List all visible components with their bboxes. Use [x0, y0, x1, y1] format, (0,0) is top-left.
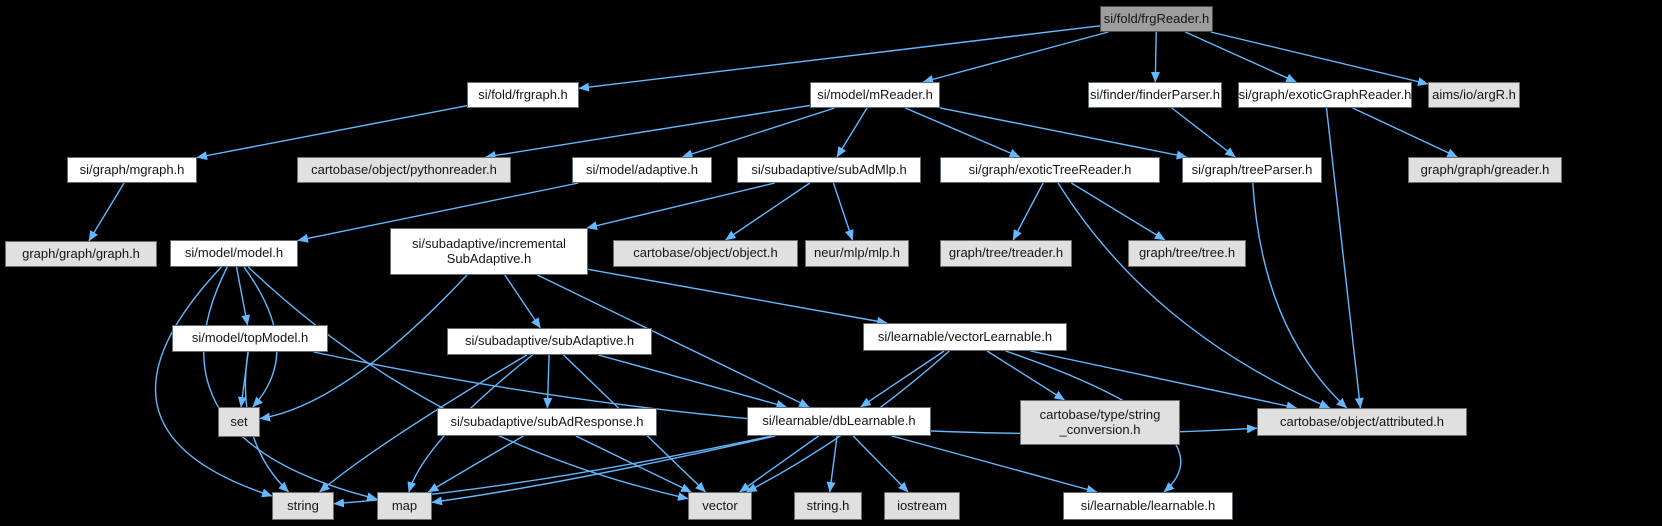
node-map: map — [377, 492, 432, 520]
node-attributed: cartobase/object/attributed.h — [1257, 408, 1467, 436]
node-mReader[interactable]: si/model/mReader.h — [810, 82, 940, 108]
node-finderParser[interactable]: si/finder/finderParser.h — [1088, 82, 1222, 108]
edge-mReader-pythonreader — [485, 104, 811, 160]
edge-incremental-subAdaptive — [504, 274, 541, 329]
node-adaptive[interactable]: si/model/adaptive.h — [572, 157, 712, 183]
node-frgraph[interactable]: si/fold/frgraph.h — [467, 82, 579, 108]
edge-adaptive-model — [297, 182, 579, 243]
edge-exoticGraphReader-attributed — [1325, 107, 1364, 409]
edge-subAdaptive-string — [319, 354, 528, 493]
edge-exoticTreeReader-attributed — [1057, 182, 1331, 409]
node-topModel[interactable]: si/model/topModel.h — [172, 325, 328, 352]
edge-dbLearnable-learnable — [891, 435, 1098, 494]
node-object: cartobase/object/object.h — [613, 240, 798, 267]
node-exoticTreeReader[interactable]: si/graph/exoticTreeReader.h — [940, 157, 1160, 183]
node-vector: vector — [688, 492, 752, 520]
edge-exoticTreeReader-treader — [1012, 182, 1044, 241]
edge-frgReader-mReader — [922, 31, 1109, 84]
edge-finderParser-treeParser — [1171, 107, 1236, 158]
node-string_conversion: cartobase/type/string _conversion.h — [1020, 400, 1180, 445]
node-vectorLearnable[interactable]: si/learnable/vectorLearnable.h — [863, 323, 1067, 351]
node-incremental[interactable]: si/subadaptive/incremental SubAdaptive.h — [390, 228, 588, 275]
node-string: string — [272, 492, 334, 520]
edge-exoticTreeReader-tree — [1070, 182, 1166, 241]
node-subAdMlp[interactable]: si/subadaptive/subAdMlp.h — [737, 157, 921, 183]
node-treader: graph/tree/treader.h — [940, 240, 1072, 267]
edge-model-string — [154, 266, 273, 498]
edge-treeParser-attributed — [1252, 182, 1348, 409]
edge-dbLearnable-map — [431, 435, 776, 506]
node-string_h: string.h — [794, 492, 862, 520]
edge-subAdaptive-subAdResponse — [543, 354, 553, 409]
edge-mReader-adaptive — [681, 107, 835, 159]
node-set: set — [218, 407, 260, 437]
node-frgReader: si/fold/frgReader.h — [1100, 6, 1213, 32]
edge-dbLearnable-vector — [739, 435, 820, 493]
edge-subAdMlp-mlp — [832, 182, 854, 241]
edge-mReader-treeParser — [939, 107, 1188, 160]
edge-exoticGraphReader-greader — [1352, 107, 1458, 158]
edge-mReader-subAdMlp — [836, 107, 868, 158]
edge-incremental-set — [259, 274, 468, 422]
node-mgraph[interactable]: si/graph/mgraph.h — [67, 157, 197, 183]
edge-mReader-exoticTreeReader — [905, 107, 1021, 158]
node-treeParser[interactable]: si/graph/treeParser.h — [1182, 157, 1322, 183]
edge-vectorLearnable-attributed — [1030, 350, 1298, 411]
edge-frgraph-mgraph — [196, 105, 468, 161]
node-graph_h: graph/graph/graph.h — [5, 241, 157, 267]
edge-frgReader-argR — [1210, 31, 1429, 87]
node-dbLearnable[interactable]: si/learnable/dbLearnable.h — [747, 407, 931, 436]
node-iostream: iostream — [884, 492, 960, 520]
edge-incremental-vectorLearnable — [587, 268, 888, 326]
node-pythonreader: cartobase/object/pythonreader.h — [297, 157, 511, 183]
edge-mgraph-graph_h — [88, 182, 125, 242]
edge-frgReader-exoticGraphReader — [1185, 31, 1297, 83]
node-mlp: neur/mlp/mlp.h — [805, 240, 909, 267]
node-argR: aims/io/argR.h — [1428, 82, 1520, 108]
edge-dbLearnable-string_h — [826, 435, 838, 493]
edge-frgReader-finderParser — [1150, 31, 1160, 83]
node-subAdResponse[interactable]: si/subadaptive/subAdResponse.h — [437, 408, 657, 436]
edge-model-vector — [247, 266, 689, 501]
edge-model-map — [203, 266, 378, 502]
node-exoticGraphReader[interactable]: si/graph/exoticGraphReader.h — [1238, 82, 1412, 108]
edge-subAdMlp-object — [725, 182, 811, 241]
node-greader: graph/graph/greader.h — [1408, 157, 1562, 183]
edge-vectorLearnable-dbLearnable — [860, 350, 945, 408]
edge-incremental-dbLearnable — [537, 274, 810, 408]
edge-vectorLearnable-string_conversion — [986, 350, 1065, 401]
node-learnable[interactable]: si/learnable/learnable.h — [1063, 492, 1233, 520]
edge-dbLearnable-iostream — [852, 435, 909, 493]
edge-subAdMlp-incremental — [586, 182, 775, 231]
edge-subAdResponse-map — [427, 435, 524, 493]
edge-subAdaptive-dbLearnable — [598, 354, 787, 409]
edge-model-topModel — [235, 266, 251, 326]
edge-frgReader-frgraph — [578, 25, 1101, 92]
node-model[interactable]: si/model/model.h — [170, 240, 298, 267]
node-tree: graph/tree/tree.h — [1128, 240, 1246, 267]
node-subAdaptive[interactable]: si/subadaptive/subAdaptive.h — [447, 328, 652, 355]
